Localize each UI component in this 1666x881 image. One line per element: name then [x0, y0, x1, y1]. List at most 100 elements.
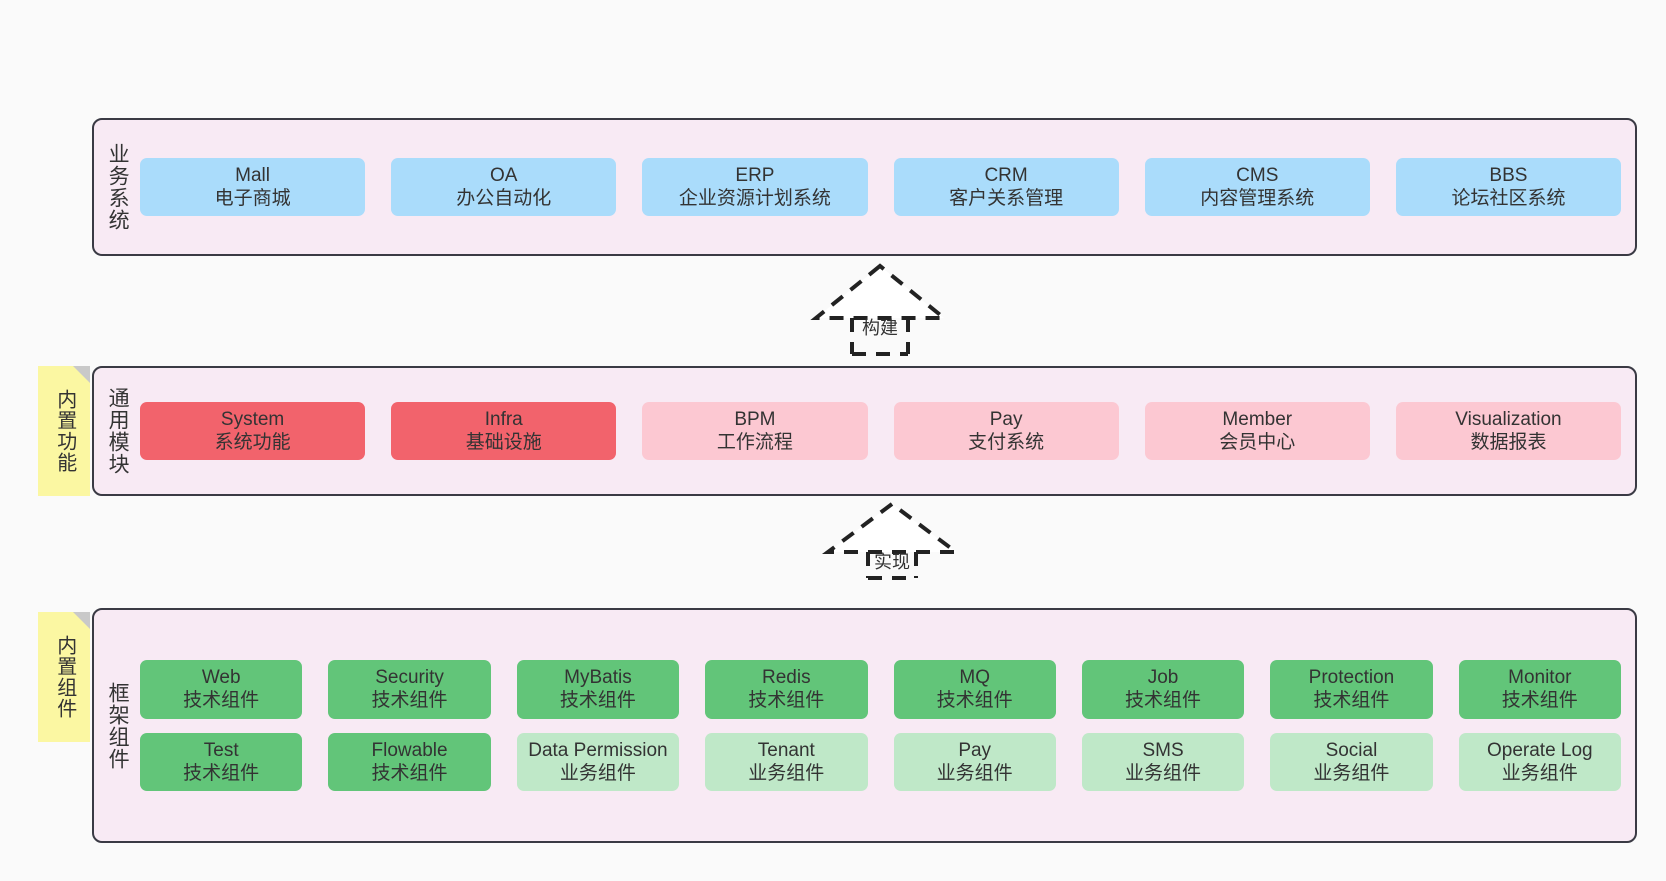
box-sms-subtitle: 业务组件: [1125, 762, 1202, 784]
note-fold-icon: [73, 366, 90, 383]
box-infra[interactable]: Infra 基础设施: [391, 401, 617, 461]
box-crm-subtitle: 客户关系管理: [949, 188, 1064, 209]
box-infra-title: Infra: [484, 408, 523, 430]
box-pay-module[interactable]: Pay 支付系统: [893, 401, 1119, 461]
note-fold-icon: [73, 612, 90, 629]
box-cms[interactable]: CMS 内容管理系统: [1144, 157, 1370, 217]
box-cms-subtitle: 内容管理系统: [1200, 188, 1315, 209]
box-security-subtitle: 技术组件: [371, 690, 448, 712]
box-redis[interactable]: Redis 技术组件: [705, 660, 868, 719]
box-social[interactable]: Social 业务组件: [1270, 732, 1433, 791]
box-oa-title: OA: [490, 164, 518, 186]
layer-body-framework-components: Web 技术组件 Security 技术组件 MyBatis 技术组件 Redi…: [140, 610, 1635, 841]
box-bpm-subtitle: 工作流程: [716, 432, 793, 453]
box-protection-title: Protection: [1308, 667, 1395, 689]
box-data-permission-subtitle: 业务组件: [559, 762, 636, 784]
box-flowable-subtitle: 技术组件: [371, 762, 448, 784]
box-mall[interactable]: Mall 电子商城: [140, 157, 366, 217]
box-sms-title: SMS: [1142, 739, 1184, 761]
box-member-title: Member: [1222, 408, 1293, 430]
box-mall-title: Mall: [235, 164, 270, 186]
note-builtin-function-label: 内置功能: [53, 389, 76, 473]
box-protection-subtitle: 技术组件: [1313, 690, 1390, 712]
box-tenant[interactable]: Tenant 业务组件: [705, 732, 868, 791]
generalization-arrow-icon: [810, 263, 950, 356]
box-bbs-title: BBS: [1489, 164, 1528, 186]
connector-implement-label: 实现: [874, 552, 910, 572]
box-member[interactable]: Member 会员中心: [1144, 401, 1370, 461]
box-mq-subtitle: 技术组件: [936, 690, 1013, 712]
layer-title-common-modules: 通用模块: [106, 387, 130, 475]
box-infra-subtitle: 基础设施: [465, 432, 542, 453]
box-visualization-title: Visualization: [1455, 408, 1562, 430]
layer-title-framework-components: 框架组件: [106, 681, 130, 770]
box-system-subtitle: 系统功能: [214, 432, 291, 453]
row-framework-components-0: Web 技术组件 Security 技术组件 MyBatis 技术组件 Redi…: [140, 660, 1621, 719]
box-protection[interactable]: Protection 技术组件: [1270, 660, 1433, 719]
box-redis-title: Redis: [762, 667, 811, 689]
box-job-subtitle: 技术组件: [1125, 690, 1202, 712]
box-mall-subtitle: 电子商城: [214, 188, 291, 209]
box-monitor-title: Monitor: [1508, 667, 1572, 689]
box-erp-title: ERP: [735, 164, 775, 186]
box-pay-component-subtitle: 业务组件: [936, 762, 1013, 784]
box-job[interactable]: Job 技术组件: [1081, 660, 1245, 719]
layer-common-modules: 通用模块 System 系统功能 Infra 基础设施 BPM 工作流程 Pay: [92, 366, 1637, 496]
box-test-title: Test: [203, 739, 239, 761]
box-visualization-subtitle: 数据报表: [1470, 432, 1547, 453]
box-test-subtitle: 技术组件: [183, 762, 260, 784]
box-flowable[interactable]: Flowable 技术组件: [328, 732, 491, 791]
box-erp[interactable]: ERP 企业资源计划系统: [642, 157, 868, 217]
box-visualization[interactable]: Visualization 数据报表: [1395, 401, 1622, 461]
box-mq-title: MQ: [959, 667, 990, 689]
note-builtin-function: 内置功能: [38, 366, 90, 496]
box-operate-log[interactable]: Operate Log 业务组件: [1458, 732, 1621, 791]
box-crm-title: CRM: [984, 164, 1028, 186]
box-bbs[interactable]: BBS 论坛社区系统: [1395, 157, 1622, 217]
box-operate-log-title: Operate Log: [1486, 739, 1593, 761]
layer-body-business-systems: Mall 电子商城 OA 办公自动化 ERP 企业资源计划系统 CRM 客户关系…: [140, 120, 1635, 254]
connector-build-label: 构建: [862, 318, 898, 338]
box-social-subtitle: 业务组件: [1313, 762, 1390, 784]
box-mq[interactable]: MQ 技术组件: [893, 660, 1056, 719]
box-monitor[interactable]: Monitor 技术组件: [1458, 660, 1621, 719]
box-bpm-title: BPM: [734, 408, 776, 430]
box-flowable-title: Flowable: [371, 739, 448, 761]
layer-title-business-systems: 业务系统: [106, 143, 130, 231]
box-pay-component-title: Pay: [958, 739, 992, 761]
box-test[interactable]: Test 技术组件: [140, 732, 303, 791]
box-data-permission-title: Data Permission: [528, 739, 668, 761]
row-common-modules-0: System 系统功能 Infra 基础设施 BPM 工作流程 Pay 支付系统…: [140, 401, 1622, 461]
box-member-subtitle: 会员中心: [1219, 432, 1296, 453]
note-builtin-component: 内置组件: [38, 612, 90, 742]
box-crm[interactable]: CRM 客户关系管理: [893, 157, 1119, 217]
box-security-title: Security: [375, 667, 444, 689]
box-system[interactable]: System 系统功能: [140, 401, 366, 461]
box-mybatis[interactable]: MyBatis 技术组件: [516, 660, 680, 719]
connector-build: 构建: [800, 262, 960, 356]
layer-body-common-modules: System 系统功能 Infra 基础设施 BPM 工作流程 Pay 支付系统…: [140, 368, 1635, 494]
layer-framework-components: 框架组件 Web 技术组件 Security 技术组件 MyBatis 技术组件…: [92, 608, 1637, 843]
box-pay-component[interactable]: Pay 业务组件: [893, 732, 1056, 791]
row-business-systems-0: Mall 电子商城 OA 办公自动化 ERP 企业资源计划系统 CRM 客户关系…: [140, 157, 1622, 217]
box-system-title: System: [220, 408, 285, 430]
box-bpm[interactable]: BPM 工作流程: [642, 401, 868, 461]
layer-business-systems: 业务系统 Mall 电子商城 OA 办公自动化 ERP 企业资源计划系统 CRM: [92, 118, 1637, 256]
box-monitor-subtitle: 技术组件: [1501, 690, 1578, 712]
realization-arrow-icon: [822, 501, 962, 580]
box-security[interactable]: Security 技术组件: [328, 660, 491, 719]
box-tenant-title: Tenant: [757, 739, 815, 761]
box-bbs-subtitle: 论坛社区系统: [1451, 188, 1566, 209]
box-oa[interactable]: OA 办公自动化: [391, 157, 617, 217]
box-web-subtitle: 技术组件: [183, 690, 260, 712]
box-sms[interactable]: SMS 业务组件: [1081, 732, 1245, 791]
box-web-title: Web: [201, 667, 241, 689]
box-tenant-subtitle: 业务组件: [748, 762, 825, 784]
box-social-title: Social: [1325, 739, 1378, 761]
box-job-title: Job: [1147, 667, 1179, 689]
box-data-permission[interactable]: Data Permission 业务组件: [516, 732, 680, 791]
box-cms-title: CMS: [1236, 164, 1279, 186]
box-web[interactable]: Web 技术组件: [140, 660, 303, 719]
box-oa-subtitle: 办公自动化: [456, 188, 552, 209]
